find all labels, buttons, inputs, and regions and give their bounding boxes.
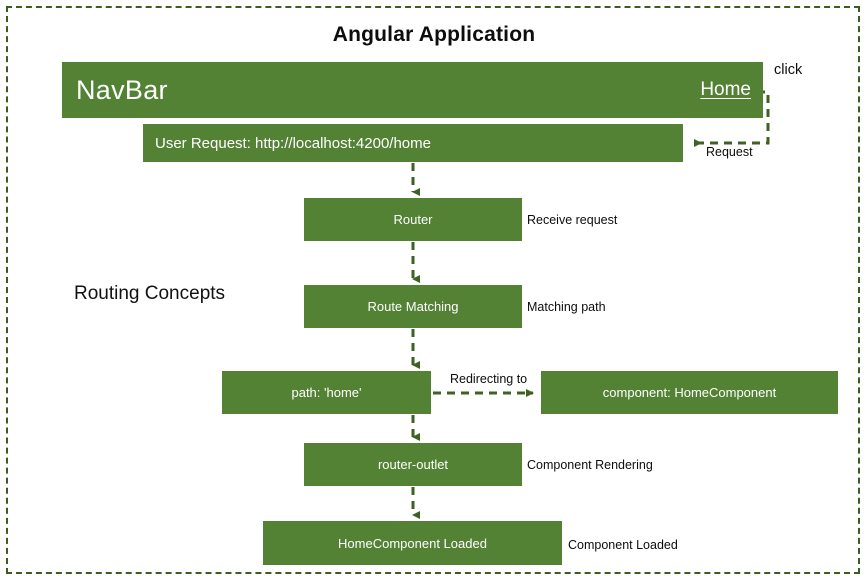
annotation-request: Request — [706, 145, 753, 159]
node-home-component-loaded: HomeComponent Loaded — [263, 521, 562, 565]
outer-dashed-frame — [6, 6, 860, 574]
annotation-redirecting-to: Redirecting to — [450, 372, 528, 386]
node-router: Router — [304, 198, 522, 241]
node-route-matching: Route Matching — [304, 285, 522, 328]
node-component: component: HomeComponent — [541, 371, 838, 414]
node-router-outlet: router-outlet — [304, 443, 522, 486]
annotation-click: click — [774, 62, 803, 78]
routing-concepts-label: Routing Concepts — [74, 283, 226, 304]
annotation-component-loaded: Component Loaded — [568, 538, 678, 552]
page-title: Angular Application — [332, 23, 536, 46]
annotation-matching-path: Matching path — [527, 300, 606, 314]
navbar-bar: NavBar Home — [62, 62, 763, 118]
navbar-title: NavBar — [76, 74, 168, 105]
annotation-receive-request: Receive request — [527, 213, 618, 227]
node-path: path: 'home' — [222, 371, 431, 414]
annotation-component-rendering: Component Rendering — [527, 458, 653, 472]
node-user-request: User Request: http://localhost:4200/home — [143, 124, 683, 162]
navbar-home-link[interactable]: Home — [700, 79, 751, 100]
